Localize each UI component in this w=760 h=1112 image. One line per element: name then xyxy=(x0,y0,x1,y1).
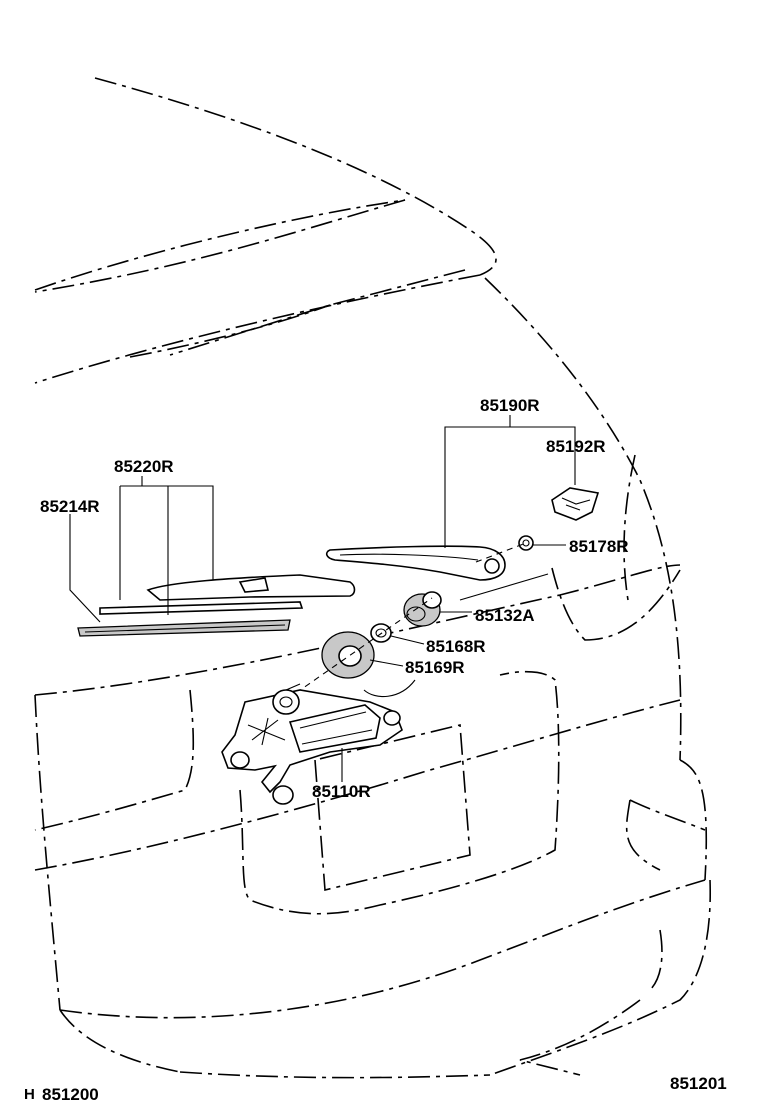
leader-lines xyxy=(69,415,576,782)
footer: H 851200 851201 xyxy=(24,1074,727,1104)
label-85132A: 85132A xyxy=(475,606,535,625)
wiper-blade-assembly xyxy=(77,574,356,637)
footer-right-code: 851201 xyxy=(670,1074,727,1093)
seal-cushion xyxy=(295,597,433,698)
label-85220R: 85220R xyxy=(114,457,174,476)
part-labels: 85190R 85192R 85220R 85214R 85178R 85132… xyxy=(40,396,629,801)
pivot-grommet xyxy=(403,591,442,627)
vehicle-outline xyxy=(34,77,712,1079)
arm-head-cover xyxy=(551,487,600,521)
label-85192R: 85192R xyxy=(546,437,606,456)
nut xyxy=(475,535,534,563)
label-85190R: 85190R xyxy=(480,396,540,415)
label-85169R: 85169R xyxy=(405,658,465,677)
footer-marker: H xyxy=(24,1086,35,1103)
wiper-motor xyxy=(221,683,403,805)
wiper-arm xyxy=(325,545,506,581)
footer-left-code: 851200 xyxy=(42,1085,99,1104)
label-85110R: 85110R xyxy=(312,782,371,801)
label-85214R: 85214R xyxy=(40,497,100,516)
label-85178R: 85178R xyxy=(569,537,629,556)
label-85168R: 85168R xyxy=(426,637,486,656)
